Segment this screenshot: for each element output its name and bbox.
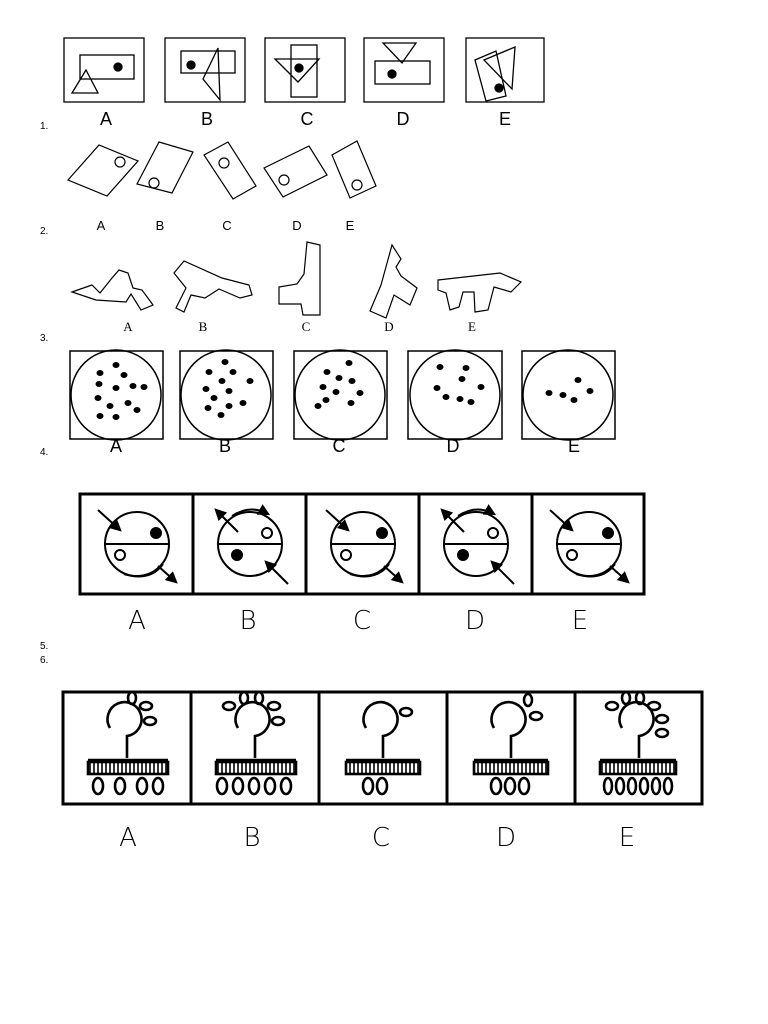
row6-label-d: D xyxy=(495,823,517,853)
row2-label-a: A xyxy=(96,218,106,233)
figure-c-frame xyxy=(264,37,346,103)
row3-label-c: C xyxy=(301,319,311,334)
tilted-card-figures xyxy=(66,140,377,200)
row1-label-b: B xyxy=(200,109,213,129)
row2-label-d: D xyxy=(292,218,302,233)
dots-in-circle-figures xyxy=(69,349,616,441)
row3-label-a: A xyxy=(123,319,133,334)
row5-label-a: A xyxy=(128,606,146,636)
row4-label-c: C xyxy=(332,436,346,456)
row6-label-e: E xyxy=(618,823,636,853)
row3-label-b: B xyxy=(198,319,208,334)
question-number-6: 6. xyxy=(40,655,49,666)
question-number-1: 1. xyxy=(40,121,49,132)
question-number-5: 5. xyxy=(40,641,49,652)
question-number-4: 4. xyxy=(40,447,49,458)
row1-label-d: D xyxy=(396,109,410,129)
row2-label-e: E xyxy=(345,218,355,233)
row1-label-c: C xyxy=(300,109,314,129)
row1-label-e: E xyxy=(498,109,511,129)
row6-label-a: A xyxy=(119,823,137,853)
figure-e-frame xyxy=(465,37,545,103)
flower-plant-figures xyxy=(61,690,704,806)
polygon-shape-figures xyxy=(70,241,523,319)
figure-d-frame xyxy=(363,37,445,103)
row2-label-c: C xyxy=(222,218,232,233)
row3-label-d: D xyxy=(384,319,394,334)
triangle-rectangle-figures xyxy=(63,37,545,103)
arrow-circle-figures xyxy=(78,492,646,596)
row4-label-d: D xyxy=(446,436,460,456)
row5-label-d: D xyxy=(464,606,486,636)
row3-label-e: E xyxy=(468,319,476,334)
row6-label-c: C xyxy=(371,823,391,853)
question-number-2: 2. xyxy=(40,226,49,237)
row5-label-e: E xyxy=(571,606,589,636)
row6-label-b: B xyxy=(243,823,261,853)
row5-label-c: C xyxy=(352,606,372,636)
row4-label-e: E xyxy=(567,436,580,456)
row2-label-b: B xyxy=(155,218,165,233)
figure-b-frame xyxy=(164,37,246,103)
figure-a-frame xyxy=(63,37,145,103)
row5-label-b: B xyxy=(239,606,257,636)
row1-label-a: A xyxy=(99,109,112,129)
row4-label-a: A xyxy=(109,436,122,456)
row4-label-b: B xyxy=(218,436,231,456)
question-number-3: 3. xyxy=(40,333,49,344)
